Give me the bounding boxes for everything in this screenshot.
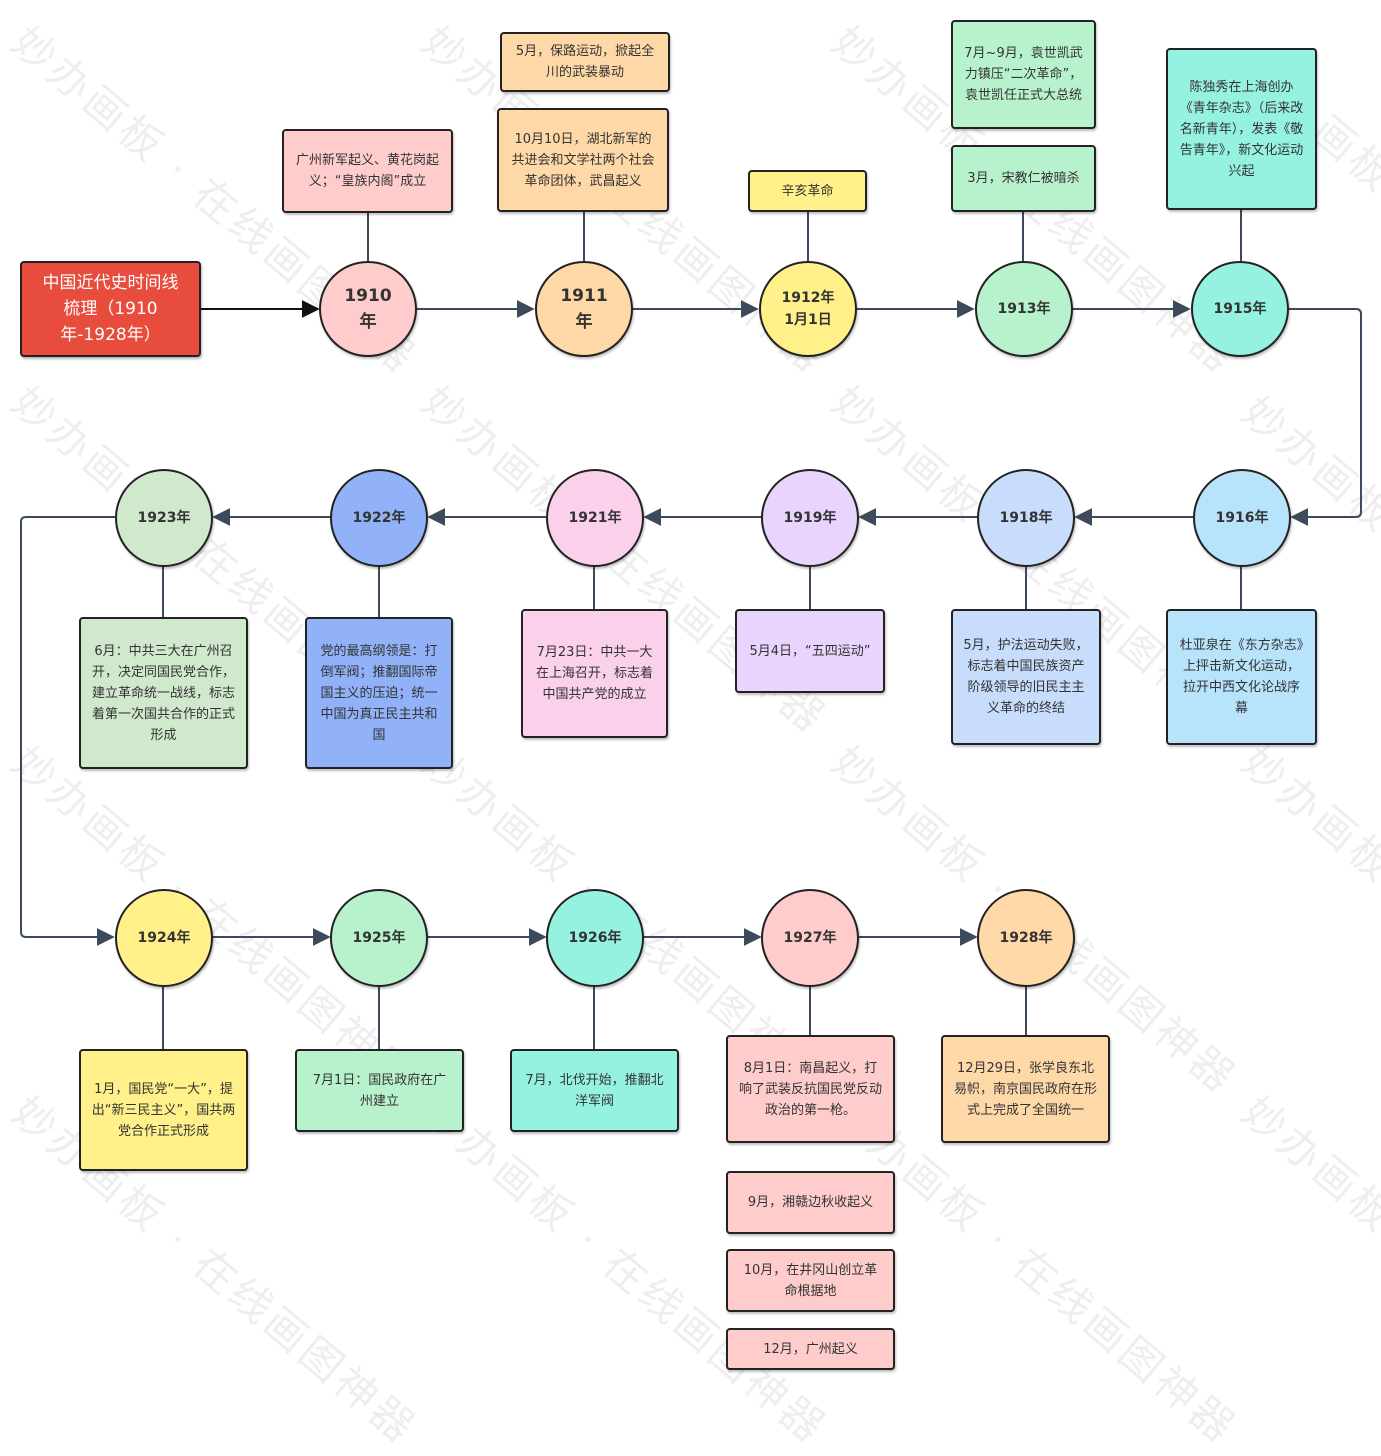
event-1910-box: 广州新军起义、黄花岗起义；“皇族内阁”成立 (282, 129, 453, 213)
event-1921-box: 7月23日：中共一大在上海召开，标志着中国共产党的成立 (521, 609, 668, 738)
connector-layer (20, 209, 1362, 1049)
year-1924-circle: 1924年 (115, 889, 213, 987)
year-1928-circle: 1928年 (977, 889, 1075, 987)
event-1922-box: 党的最高纲领是：打倒军阀；推翻国际帝国主义的压迫；统一中国为真正民主共和国 (305, 617, 453, 769)
year-1919-circle: 1919年 (761, 469, 859, 567)
year-1918-circle: 1918年 (977, 469, 1075, 567)
year-1911-circle: 1911年 (535, 261, 633, 357)
timeline-canvas: 妙办画板 · 在线画图神器 妙办画板 · 在线画图神器 妙办画板 · 在线画图神… (3, 17, 1381, 1454)
event-1911-wuchang-box: 10月10日，湖北新军的共进会和文学社两个社会革命团体，武昌起义 (497, 108, 669, 212)
year-1925-circle: 1925年 (330, 889, 428, 987)
year-1915-circle: 1915年 (1191, 261, 1289, 357)
timeline-title: 中国近代史时间线梳理（1910年-1928年） (20, 261, 201, 357)
year-1927-circle: 1927年 (761, 889, 859, 987)
year-1910-circle: 1910年 (319, 261, 417, 357)
event-1915-box: 陈独秀在上海创办《青年杂志》（后来改名新青年），发表《敬告青年》，新文化运动兴起 (1166, 48, 1317, 210)
event-1918-box: 5月，护法运动失败，标志着中国民族资产阶级领导的旧民主主义革命的终结 (951, 609, 1101, 745)
year-1913-circle: 1913年 (975, 261, 1073, 357)
event-1927-guangzhou-box: 12月，广州起义 (726, 1328, 895, 1370)
year-1926-circle: 1926年 (546, 889, 644, 987)
event-1927-autumn-harvest-box: 9月，湘赣边秋收起义 (726, 1171, 895, 1234)
event-1924-box: 1月，国民党“一大”，提出“新三民主义”，国共两党合作正式形成 (79, 1049, 248, 1171)
event-1913-song-box: 3月，宋教仁被暗杀 (951, 145, 1096, 212)
event-1916-box: 杜亚泉在《东方杂志》上抨击新文化运动，拉开中西文化论战序幕 (1166, 609, 1317, 745)
year-1921-circle: 1921年 (546, 469, 644, 567)
year-1923-circle: 1923年 (115, 469, 213, 567)
event-1911-baolu-box: 5月，保路运动，掀起全川的武装暴动 (500, 32, 670, 92)
arrow-1915-1916 (1288, 308, 1362, 526)
event-1927-nanchang-box: 8月1日：南昌起义，打响了武装反抗国民党反动政治的第一枪。 (726, 1035, 895, 1143)
year-1916-circle: 1916年 (1193, 469, 1291, 567)
event-1926-box: 7月，北伐开始，推翻北洋军阀 (510, 1049, 679, 1132)
arrow-1923-1924 (20, 516, 115, 946)
year-1912-circle: 1912年1月1日 (759, 261, 857, 357)
event-1927-jinggangshan-box: 10月，在井冈山创立革命根据地 (726, 1249, 895, 1312)
event-1923-box: 6月：中共三大在广州召开，决定同国民党合作，建立革命统一战线，标志着第一次国共合… (79, 617, 248, 769)
year-1922-circle: 1922年 (330, 469, 428, 567)
event-1912-box: 辛亥革命 (748, 170, 867, 212)
event-1913-second-revolution-box: 7月~9月，袁世凯武力镇压“二次革命”，袁世凯任正式大总统 (951, 20, 1096, 129)
event-1919-box: 5月4日，“五四运动” (735, 609, 885, 693)
event-1925-box: 7月1日：国民政府在广州建立 (295, 1049, 464, 1132)
event-1928-box: 12月29日，张学良东北易帜，南京国民政府在形式上完成了全国统一 (941, 1035, 1110, 1143)
